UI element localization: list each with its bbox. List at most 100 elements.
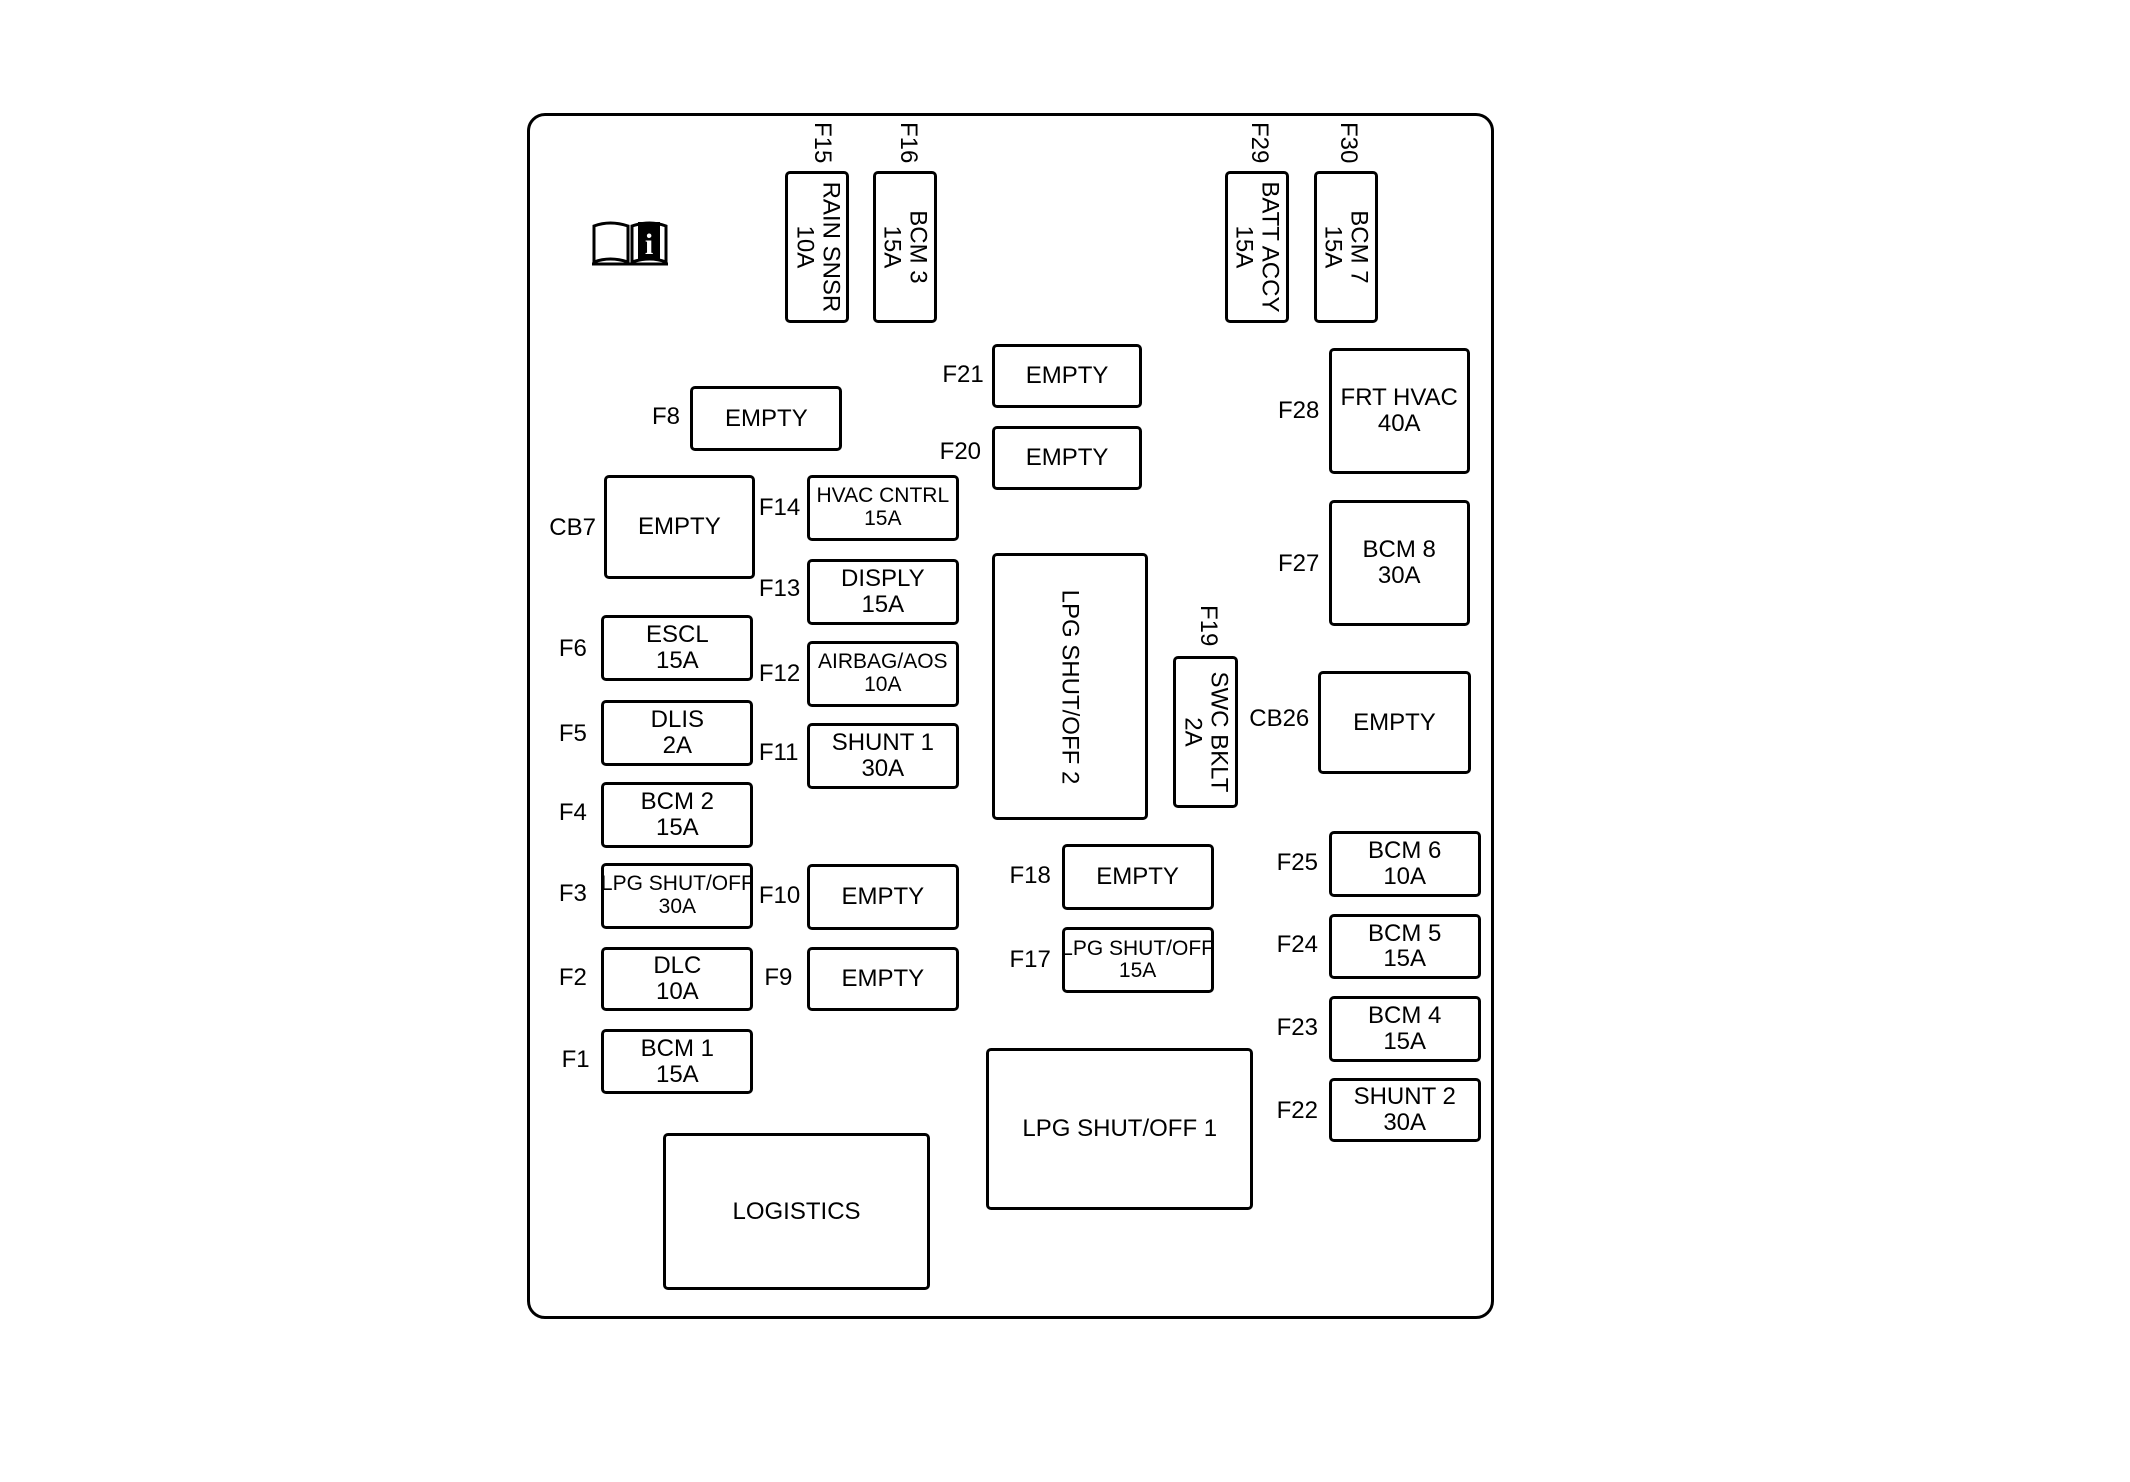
fuse-circuit-label: LOGISTICS — [732, 1197, 861, 1225]
fuse-rating-label: 15A — [864, 507, 902, 531]
fuse-text: EMPTY — [638, 514, 721, 540]
slot-id-f16: F16 — [895, 121, 923, 164]
slot-id-f13: F13 — [758, 574, 801, 602]
fuse-slot-f21: EMPTY — [991, 343, 1143, 409]
fuse-rating-label: 30A — [658, 894, 697, 918]
fuse-rating-label: 15A — [878, 225, 906, 269]
slot-id-cb7: CB7 — [549, 514, 596, 542]
fuse-circuit-label: BCM 4 — [1368, 1001, 1442, 1029]
info-icon-glyph: i — [645, 228, 653, 261]
fuse-circuit-label: LPG SHUT/OFF — [600, 872, 754, 896]
fuse-circuit-label: DLIS — [650, 705, 705, 733]
fuse-rating-label: 15A — [655, 814, 699, 841]
slot-id-f25: F25 — [1276, 848, 1318, 876]
fuse-slot-f9: EMPTY — [806, 946, 959, 1011]
fuse-text: LOGISTICS — [732, 1197, 861, 1225]
fuse-circuit-label: LPG SHUT/OFF 1 — [1022, 1114, 1218, 1142]
fuse-rating-label: 10A — [864, 672, 902, 696]
fuse-circuit-label: EMPTY — [1025, 444, 1109, 472]
fuse-circuit-label: SHUNT 2 — [1353, 1083, 1456, 1111]
fuse-text: EMPTY — [1096, 862, 1179, 890]
fuse-rating-label: 15A — [655, 646, 699, 674]
fuse-circuit-label: BCM 5 — [1368, 919, 1442, 947]
fuse-circuit-label: BCM 1 — [640, 1034, 715, 1062]
fuse-text: EMPTY — [1026, 445, 1109, 471]
fuse-text: LPG SHUT/OFF 1 — [1022, 1114, 1218, 1142]
fuse-circuit-label: EMPTY — [1096, 862, 1179, 890]
fuse-rating-label: 15A — [1319, 225, 1347, 269]
fuse-rating-label: 30A — [1377, 561, 1421, 589]
fuse-text: EMPTY — [725, 405, 808, 432]
fuse-rating-label: 2A — [1179, 717, 1207, 747]
fuse-slot-f10: EMPTY — [806, 864, 959, 931]
fuse-rating-label: 15A — [1118, 959, 1157, 983]
slot-id-f10: F10 — [758, 881, 801, 909]
fuse-slot-lpg2: LPG SHUT/OFF 2 — [991, 553, 1148, 821]
slot-id-f23: F23 — [1276, 1014, 1318, 1042]
fuse-rating-label: 30A — [1383, 1109, 1427, 1137]
fuse-circuit-label: DISPLY — [841, 564, 925, 592]
fuse-circuit-label: BCM 3 — [904, 210, 932, 284]
fuse-circuit-label: EMPTY — [638, 513, 721, 541]
fuse-rating-label: 15A — [861, 590, 905, 618]
slot-id-f5: F5 — [558, 719, 587, 747]
fuse-slot-lpg1: LPG SHUT/OFF 1 — [986, 1047, 1254, 1210]
fuse-circuit-label: ESCL — [645, 620, 709, 648]
fuse-circuit-label: BATT ACCY — [1256, 181, 1284, 313]
fuse-rating-label: 10A — [1383, 863, 1427, 891]
fuse-slot-f8: EMPTY — [690, 386, 843, 451]
slot-id-f2: F2 — [558, 963, 587, 991]
slot-id-f19: F19 — [1195, 605, 1223, 647]
fuse-circuit-label: LPG SHUT/OFF — [1061, 936, 1215, 960]
fuse-rating-label: 40A — [1377, 409, 1421, 437]
fuse-text: EMPTY — [1353, 709, 1436, 736]
slot-id-f3: F3 — [558, 880, 587, 908]
slot-id-f28: F28 — [1278, 396, 1320, 424]
slot-id-f20: F20 — [939, 437, 982, 465]
fuse-circuit-label: EMPTY — [1025, 362, 1109, 390]
slot-id-f27: F27 — [1278, 550, 1320, 578]
slot-id-cb26: CB26 — [1249, 704, 1310, 732]
slot-id-f1: F1 — [561, 1045, 590, 1073]
slot-id-f8: F8 — [652, 403, 681, 431]
slot-id-f24: F24 — [1276, 930, 1318, 958]
fuse-slot-log: LOGISTICS — [662, 1132, 931, 1291]
fuse-circuit-label: HVAC CNTRL — [816, 484, 950, 508]
fuse-circuit-label: BCM 6 — [1368, 837, 1442, 865]
slot-id-f12: F12 — [758, 659, 801, 687]
fuse-circuit-label: BCM 2 — [640, 788, 715, 816]
fuse-rating-label: 15A — [655, 1060, 699, 1088]
slot-id-f4: F4 — [558, 799, 587, 827]
fuse-rating-label: 15A — [1383, 1027, 1427, 1055]
owner-manual-info-icon: i — [592, 221, 668, 266]
